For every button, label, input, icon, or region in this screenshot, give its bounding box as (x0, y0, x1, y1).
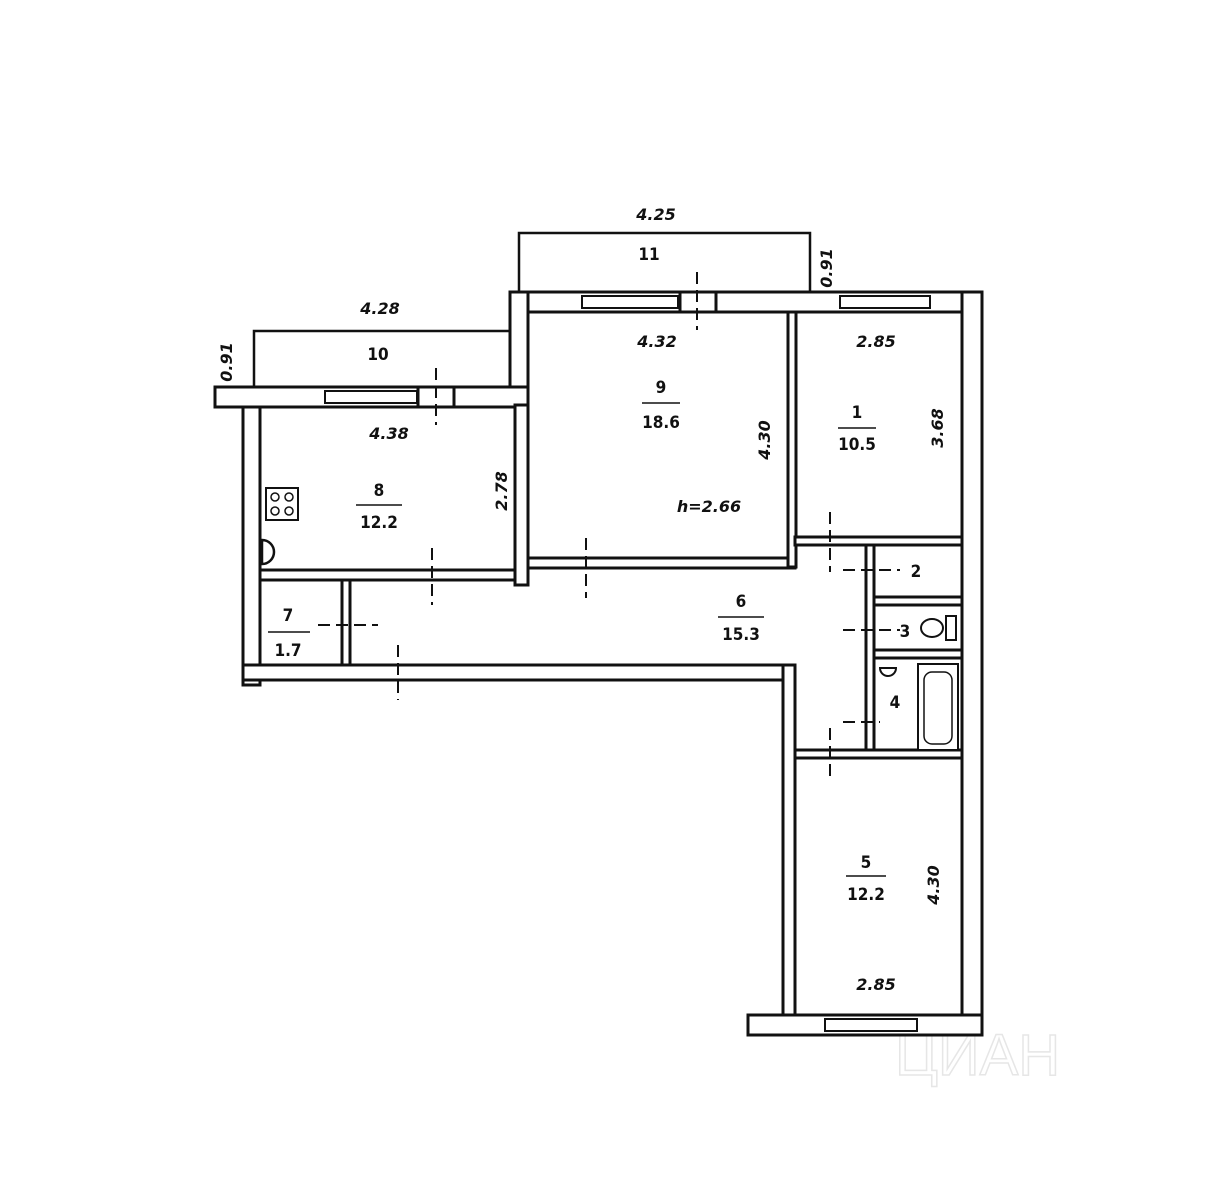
wall-room9-bottom (526, 556, 797, 570)
room-1-label: 1 10.5 (838, 403, 876, 455)
svg-text:12.2: 12.2 (360, 513, 398, 533)
dim-room5-depth: 4.30 (924, 865, 943, 905)
washbasin-icon (878, 667, 898, 677)
dim-room8-width: 4.38 (368, 424, 408, 443)
toilet-icon (920, 615, 957, 641)
wall-kitchen-right (513, 403, 530, 587)
wall-corridor-bottom (241, 663, 797, 682)
wall-room9-right (786, 310, 798, 569)
room-3-label: 3 (900, 622, 911, 642)
room-8-label: 8 12.2 (356, 481, 402, 533)
svg-text:7: 7 (283, 606, 294, 626)
wall-closet (340, 578, 352, 667)
stove-icon (265, 487, 299, 521)
bathtub-icon (917, 663, 959, 751)
dim-room9-width: 4.32 (636, 332, 676, 351)
window (581, 295, 679, 309)
wall-kitchen-bottom (258, 568, 517, 582)
wall-left (241, 405, 262, 687)
wall-room5-left (781, 663, 797, 1017)
window (824, 1018, 918, 1032)
wall-room1-bottom (793, 535, 964, 547)
room-4-label: 4 (890, 693, 901, 713)
ceiling-height: h=2.66 (677, 497, 741, 516)
dim-balcony11-depth: 0.91 (817, 248, 836, 287)
room-11-label: 11 (638, 245, 659, 265)
svg-text:1.7: 1.7 (274, 641, 301, 661)
room-2-label: 2 (911, 562, 922, 582)
window (324, 390, 418, 404)
dim-balcony11-width: 4.25 (635, 205, 675, 224)
wall-wc-top (872, 595, 964, 607)
svg-text:1: 1 (852, 403, 863, 423)
dim-room1-depth: 3.68 (928, 408, 947, 447)
wall-room5-top (793, 748, 964, 760)
svg-text:9: 9 (656, 378, 667, 398)
svg-text:5: 5 (861, 853, 872, 873)
dim-balcony10-width: 4.28 (359, 299, 399, 318)
room-10-label: 10 (367, 345, 388, 365)
balcony-11-outline (517, 231, 812, 292)
balcony-10-outline (252, 329, 510, 387)
svg-text:6: 6 (736, 592, 747, 612)
svg-text:15.3: 15.3 (722, 625, 760, 645)
room-6-label: 6 15.3 (718, 592, 764, 645)
dim-room9-depth: 4.30 (755, 420, 774, 460)
room-5-label: 5 12.2 (846, 853, 886, 905)
room-7-label: 7 1.7 (268, 606, 310, 661)
dim-room8-depth: 2.78 (492, 471, 511, 510)
room-9-label: 9 18.6 (642, 378, 680, 433)
svg-text:8: 8 (374, 481, 385, 501)
window (839, 295, 931, 309)
wall-wc-bottom (872, 648, 964, 660)
dim-balcony10-depth: 0.91 (217, 342, 236, 381)
svg-text:12.2: 12.2 (847, 885, 885, 905)
sink-icon (260, 538, 276, 566)
dim-room5-width: 2.85 (856, 975, 895, 994)
dim-room1-width: 2.85 (856, 332, 895, 351)
wall-right (960, 290, 984, 1037)
svg-text:10.5: 10.5 (838, 435, 876, 455)
svg-text:18.6: 18.6 (642, 413, 680, 433)
